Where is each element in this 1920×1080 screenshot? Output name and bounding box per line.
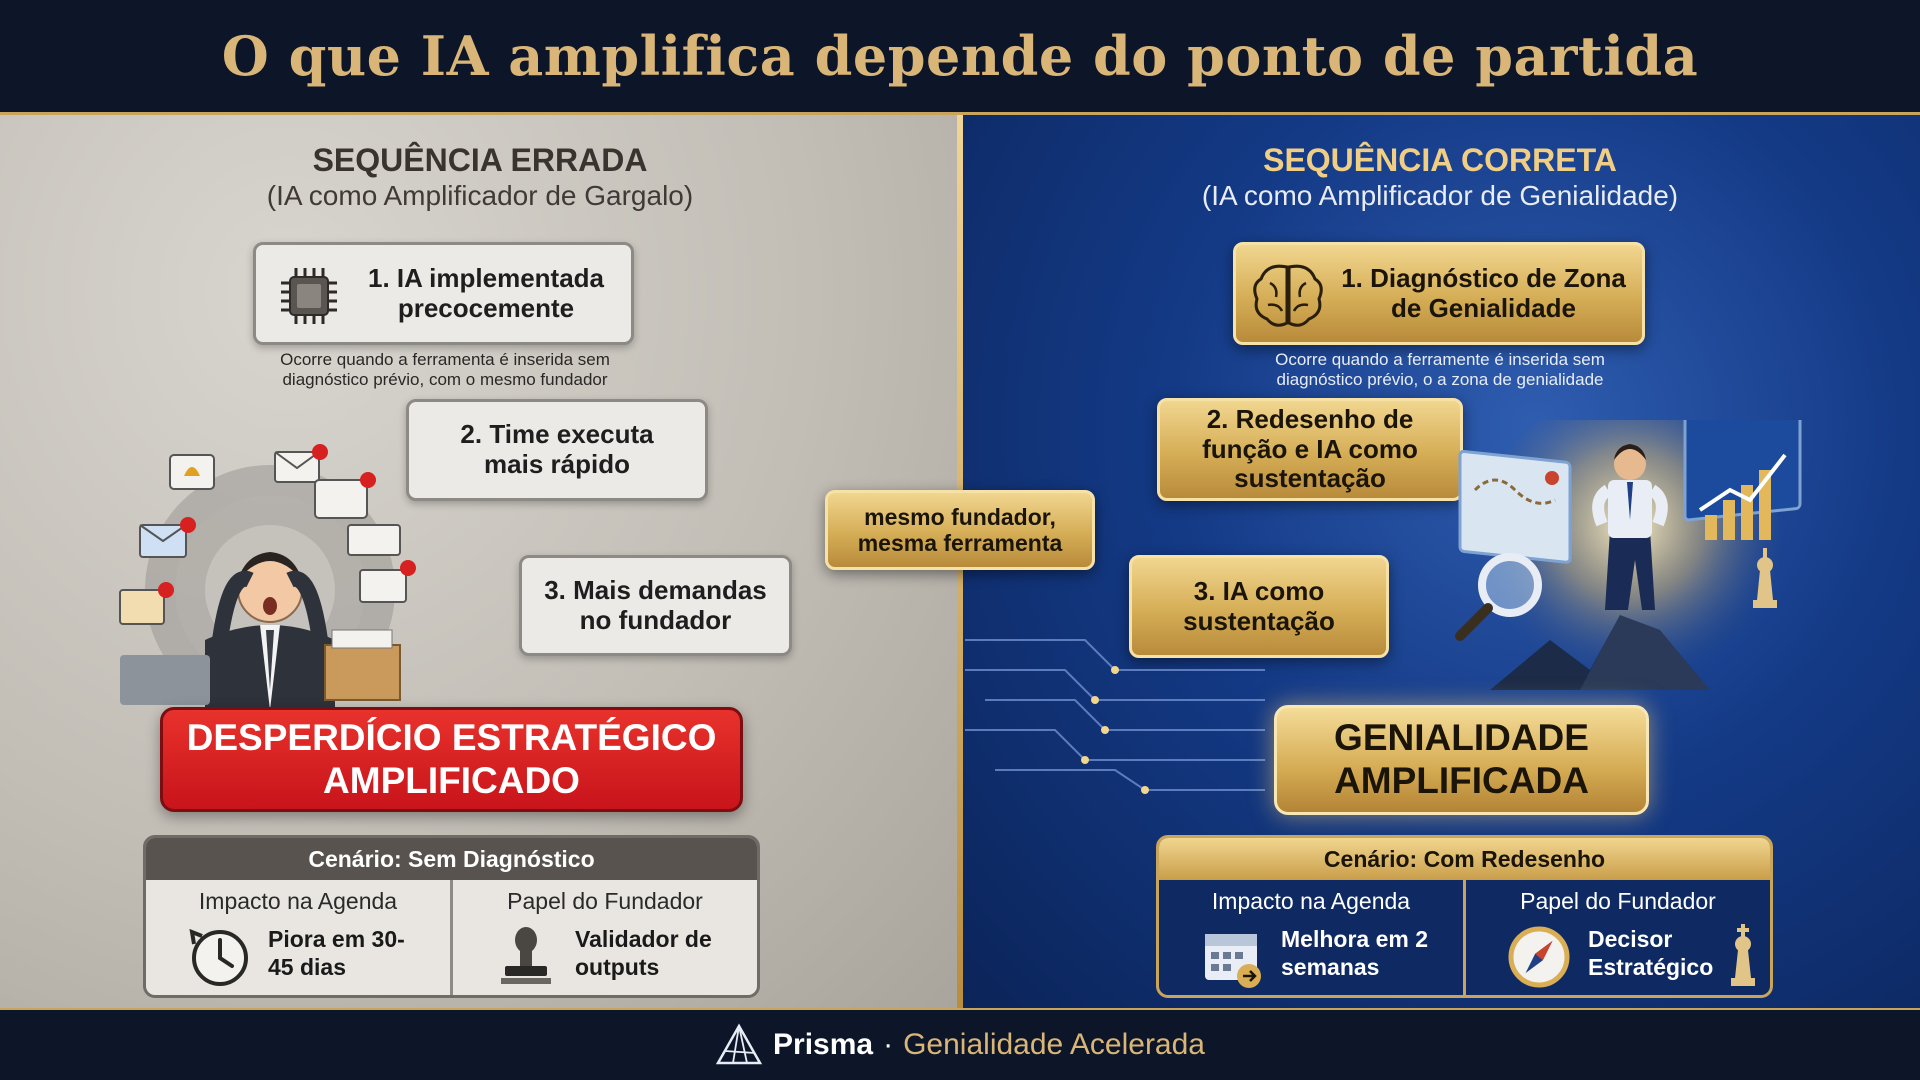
circuit-lines-decoration bbox=[965, 639, 1265, 794]
visionary-founder-illustration bbox=[1455, 420, 1802, 690]
chip-icon bbox=[281, 268, 337, 324]
right-step-1: 1. Diagnóstico de Zona de Genialidade bbox=[1233, 242, 1645, 345]
left-agenda-value: Piora em 30-45 dias bbox=[268, 926, 405, 980]
footer-brand: Prisma bbox=[773, 1028, 874, 1061]
header-bar: O que IA amplifica depende do ponto de p… bbox=[0, 0, 1920, 115]
right-step-1-label: 1. Diagnóstico de Zona de Genialidade bbox=[1341, 262, 1626, 323]
brain-icon bbox=[1253, 264, 1323, 327]
left-scenario-panel: Cenário: Sem Diagnóstico Impacto na Agen… bbox=[143, 835, 760, 998]
footer-separator: · bbox=[883, 1028, 894, 1061]
left-role-title: Papel do Fundador bbox=[507, 888, 703, 914]
right-agenda-title: Impacto na Agenda bbox=[1211, 888, 1411, 914]
center-connector-label: mesmo fundador, mesma ferramenta bbox=[825, 490, 1095, 570]
left-step-1-note: Ocorre quando a ferramenta é inserida se… bbox=[280, 350, 610, 390]
left-scenario-title: Cenário: Sem Diagnóstico bbox=[146, 838, 757, 880]
right-scenario-panel: Cenário: Com Redesenho Impacto na Agenda… bbox=[1156, 835, 1773, 998]
right-outcome-banner: GENIALIDADE AMPLIFICADA bbox=[1274, 705, 1649, 815]
left-agenda-cell: Impacto na Agenda Piora em 30-45 dias bbox=[146, 880, 450, 995]
chess-king-icon bbox=[1731, 924, 1755, 986]
right-step-2: 2. Redesenho de função e IA como sustent… bbox=[1157, 398, 1463, 501]
left-step-2-label: 2. Time executa mais rápido bbox=[460, 419, 654, 479]
right-role-cell: Papel do Fundador Decisor Estratégico bbox=[1463, 880, 1770, 995]
page-title: O que IA amplifica depende do ponto de p… bbox=[221, 24, 1699, 88]
stamp-icon bbox=[501, 927, 551, 984]
left-section-subtitle: (IA como Amplificador de Gargalo) bbox=[266, 180, 694, 211]
right-step-3-label: 3. IA como sustentação bbox=[1183, 575, 1335, 636]
right-agenda-value: Melhora em 2 semanas bbox=[1281, 926, 1428, 980]
right-agenda-cell: Impacto na Agenda Melhora em 2 semanas bbox=[1159, 880, 1463, 995]
left-role-cell: Papel do Fundador Validador de outputs bbox=[450, 880, 757, 995]
clock-icon bbox=[189, 928, 248, 986]
left-outcome-banner: DESPERDÍCIO ESTRATÉGICO AMPLIFICADO bbox=[160, 707, 743, 812]
overwhelmed-founder-illustration bbox=[119, 444, 416, 710]
right-role-title: Papel do Fundador bbox=[1520, 888, 1716, 914]
left-step-3: 3. Mais demandas no fundador bbox=[519, 555, 792, 656]
right-step-1-note: Ocorre quando a ferramente é inserida se… bbox=[1275, 350, 1605, 390]
calendar-icon bbox=[1205, 934, 1261, 988]
compass-icon bbox=[1508, 926, 1570, 988]
right-role-value: Decisor Estratégico bbox=[1588, 926, 1714, 980]
right-step-2-label: 2. Redesenho de função e IA como sustent… bbox=[1202, 403, 1418, 494]
chess-king-icon bbox=[1753, 548, 1777, 608]
right-section-title: SEQUÊNCIA CORRETA bbox=[1263, 142, 1617, 178]
right-step-3: 3. IA como sustentação bbox=[1129, 555, 1389, 658]
right-scenario-title: Cenário: Com Redesenho bbox=[1159, 838, 1770, 880]
left-step-2: 2. Time executa mais rápido bbox=[406, 399, 708, 501]
left-step-3-label: 3. Mais demandas no fundador bbox=[544, 574, 767, 635]
left-agenda-title: Impacto na Agenda bbox=[198, 888, 398, 914]
footer-bar: Prisma · Genialidade Acelerada bbox=[0, 1008, 1920, 1080]
left-section-title: SEQUÊNCIA ERRADA bbox=[312, 142, 648, 178]
left-step-1-label: 1. IA implementada precocemente bbox=[368, 262, 604, 323]
prism-logo-icon bbox=[715, 1023, 763, 1065]
left-step-1: 1. IA implementada precocemente bbox=[253, 242, 634, 345]
right-section-subtitle: (IA como Amplificador de Genialidade) bbox=[1201, 180, 1679, 211]
footer-tagline: Genialidade Acelerada bbox=[903, 1028, 1205, 1061]
left-role-value: Validador de outputs bbox=[575, 926, 712, 980]
